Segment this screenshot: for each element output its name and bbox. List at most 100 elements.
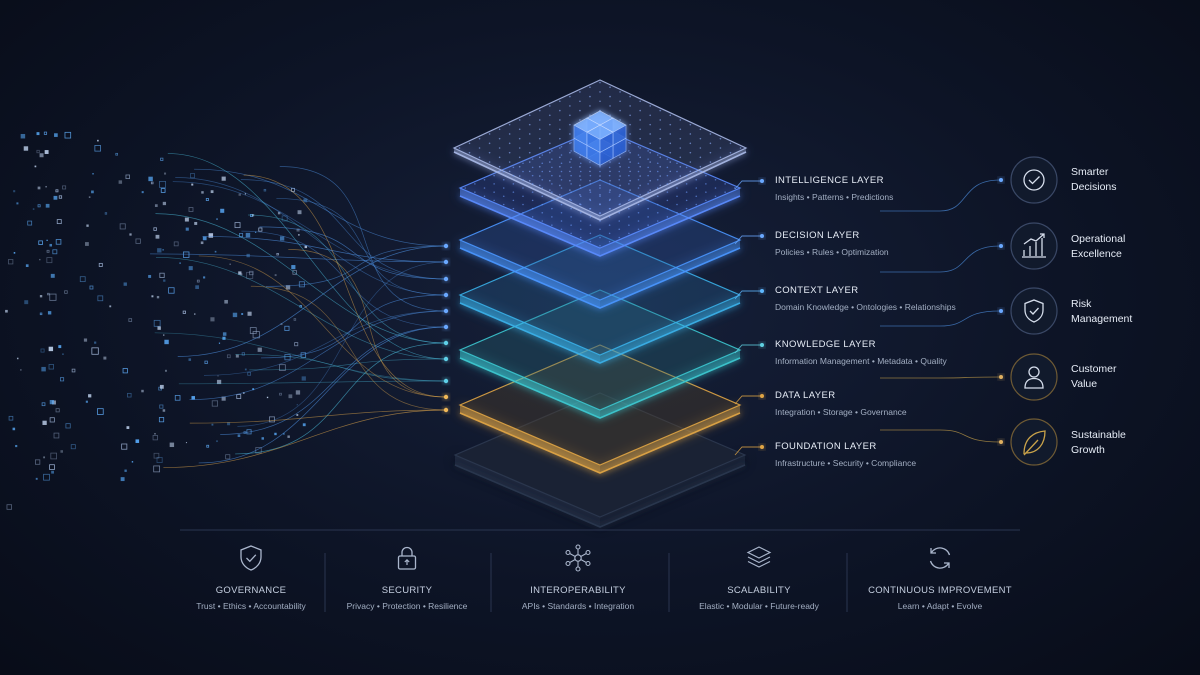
grid-dot (659, 119, 662, 121)
grid-dot (699, 137, 702, 140)
grid-dot (609, 114, 611, 117)
layer-title: DATA LAYER (775, 390, 836, 401)
particle (293, 318, 297, 321)
grid-dot (637, 228, 640, 231)
grid-dot (570, 199, 572, 202)
grid-dot (714, 195, 717, 198)
grid-dot (589, 240, 592, 243)
grid-dot (549, 179, 551, 182)
grid-dot (528, 161, 531, 163)
grid-dot (518, 165, 521, 168)
check-circle-icon (1023, 169, 1045, 191)
lock-icon (397, 546, 417, 570)
grid-dot (669, 170, 672, 173)
grid-dot (647, 191, 649, 193)
particle (263, 188, 267, 192)
grid-dot (518, 147, 521, 149)
grid-dot (512, 191, 515, 193)
grid-dot (699, 165, 702, 168)
particle (185, 227, 189, 231)
grid-dot (629, 198, 631, 201)
grid-dot (589, 170, 591, 173)
particle (211, 400, 218, 407)
particle (236, 394, 242, 399)
grid-dot (522, 211, 524, 214)
data-stream (189, 310, 447, 401)
grid-dot (508, 170, 511, 173)
grid-dot (628, 232, 630, 235)
grid-dot (639, 156, 641, 159)
particle (59, 377, 65, 382)
layer-title: INTELLIGENCE LAYER (775, 175, 884, 186)
grid-dot (538, 156, 541, 159)
grid-dot (659, 147, 662, 149)
grid-dot (468, 142, 471, 145)
grid-dot (689, 123, 692, 126)
plate-side-left (460, 350, 600, 418)
grid-dot (478, 147, 481, 149)
grid-dot (538, 175, 541, 177)
grid-dot (618, 170, 621, 173)
grid-dot (637, 187, 640, 189)
particle (295, 390, 301, 395)
layer-label-decision: DECISION LAYER Policies • Rules • Optimi… (775, 230, 889, 257)
grid-dot (629, 151, 631, 154)
grid-dot (549, 123, 551, 126)
particle (55, 408, 60, 413)
grid-dot (551, 150, 553, 152)
particle (71, 368, 76, 373)
particle (141, 389, 144, 393)
grid-dot (589, 86, 591, 89)
particle (118, 180, 123, 184)
grid-dot (508, 142, 511, 145)
particle (291, 265, 296, 270)
pillar-desc: Trust • Ethics • Accountability (196, 601, 306, 611)
grid-dot (666, 216, 669, 218)
particle (168, 287, 175, 294)
particle (296, 404, 298, 406)
grid-dot (689, 170, 692, 173)
grid-dot (689, 151, 692, 154)
grid-dot (629, 170, 631, 173)
particle (179, 262, 181, 264)
particle (52, 249, 58, 255)
particle (39, 153, 44, 158)
grid-dot (659, 184, 662, 187)
grid-dot (551, 166, 553, 169)
particle (109, 305, 112, 308)
connector-dot (999, 178, 1003, 182)
particle (49, 417, 55, 423)
grid-dot (719, 147, 722, 149)
grid-dot (538, 147, 541, 149)
data-stream (172, 181, 447, 280)
plate-side-right (600, 295, 740, 363)
grid-dot (676, 187, 678, 189)
layer-plate (458, 234, 742, 364)
grid-dot (629, 114, 631, 117)
particle (39, 295, 43, 298)
grid-dot (695, 203, 698, 206)
grid-dot (522, 162, 524, 165)
outcome-line: Management (1071, 313, 1133, 325)
grid-dot (637, 170, 640, 173)
grid-dot (647, 207, 649, 210)
grid-dot (579, 187, 582, 189)
layer-desc: Policies • Rules • Optimization (775, 247, 889, 257)
particle (41, 402, 46, 407)
particle (304, 245, 308, 249)
particle (279, 364, 286, 371)
particle (241, 313, 244, 315)
particle (55, 189, 59, 193)
grid-dot (570, 174, 572, 177)
particle (43, 473, 50, 481)
grid-dot (619, 100, 621, 103)
grid-dot (579, 162, 582, 165)
stream-endpoint (443, 259, 449, 265)
data-stream (247, 214, 447, 344)
grid-dot (589, 114, 591, 117)
plate-side-right (600, 455, 745, 527)
grid-dot (579, 220, 582, 222)
grid-dot (695, 195, 698, 198)
grid-dot (570, 216, 572, 218)
grid-dot (599, 184, 601, 187)
